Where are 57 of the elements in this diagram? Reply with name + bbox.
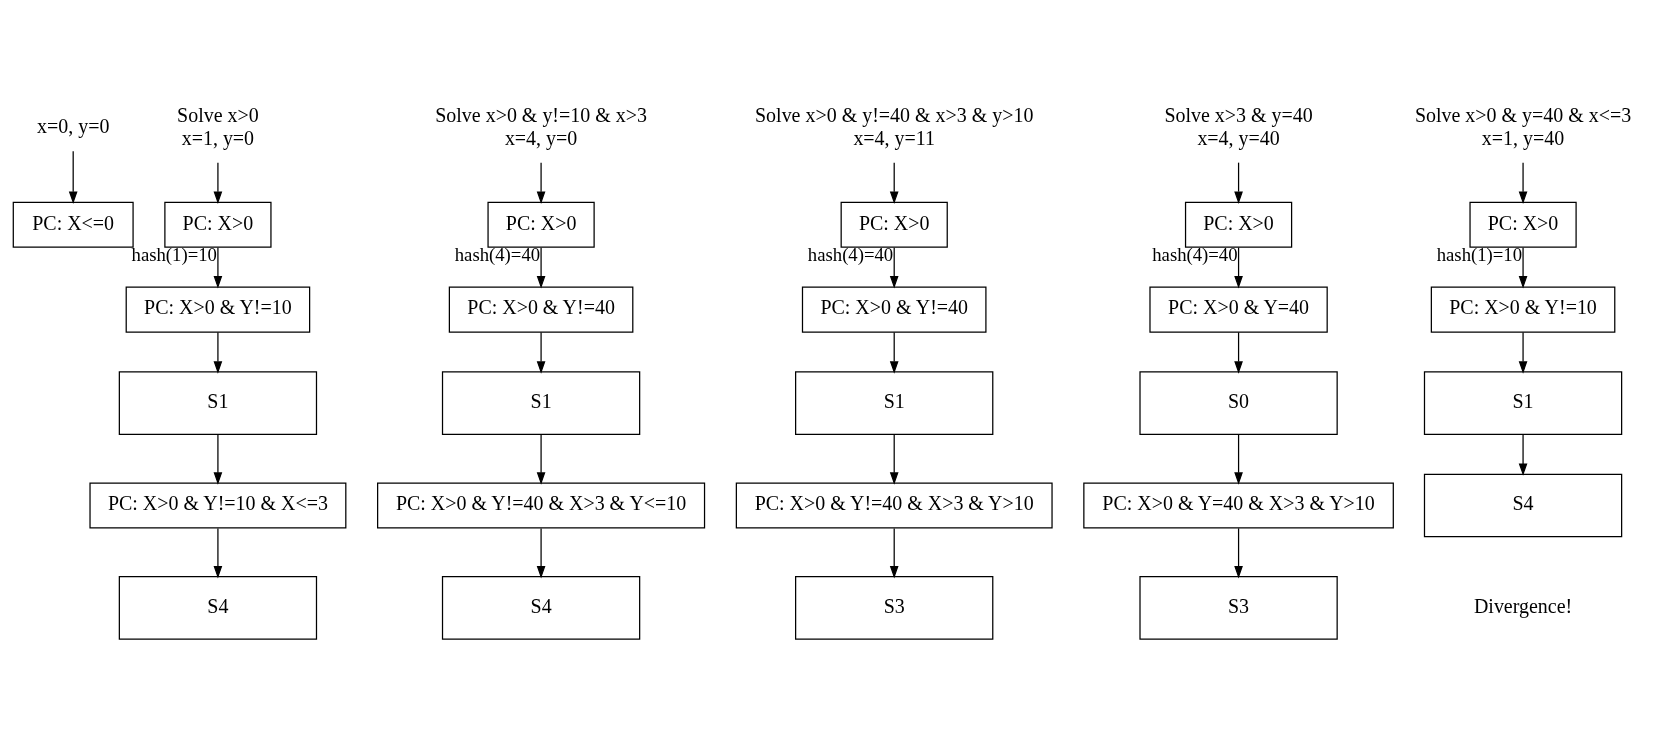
node-box: S1 [795, 371, 994, 435]
arrow [213, 433, 223, 485]
arrow [213, 247, 223, 289]
arrow [213, 527, 223, 579]
arrow [1518, 433, 1528, 476]
label: Divergence! [1473, 594, 1573, 617]
node-box: S4 [118, 576, 318, 640]
arrow [889, 331, 899, 374]
node-box: PC: X>0 & Y!=40 & X>3 & Y<=10 [377, 482, 706, 529]
arrow [536, 162, 546, 204]
arrow [1234, 162, 1243, 204]
node-text: Solve x>0 x=1, y=0 [177, 104, 259, 149]
arrow [889, 247, 899, 289]
arrow [213, 162, 223, 204]
arrow [213, 331, 223, 374]
node-box: S3 [1139, 576, 1338, 640]
node-box: PC: X>0 & Y!=40 [448, 286, 634, 333]
node-box: S3 [795, 576, 994, 640]
arrow [889, 527, 899, 579]
arrow [1518, 162, 1528, 204]
node-box: PC: X>0 [487, 201, 595, 248]
node-text: Solve x>3 & y=40 x=4, y=40 [1164, 104, 1313, 149]
node-box: S4 [441, 576, 641, 640]
arrow [68, 150, 78, 204]
arrow [1234, 433, 1243, 485]
node-box: PC: X>0 & Y!=10 & X<=3 [89, 482, 347, 529]
arrow [1234, 527, 1243, 579]
arrow [536, 331, 546, 374]
arrow [1518, 247, 1528, 289]
node-box: PC: X>0 [1469, 201, 1577, 248]
arrow [1234, 247, 1243, 289]
node-text: Solve x>0 & y!=40 & x>3 & y>10 x=4, y=11 [755, 104, 1034, 149]
node-box: S1 [1423, 371, 1623, 435]
node-box: S1 [441, 371, 641, 435]
arrow [889, 433, 899, 485]
arrow [889, 162, 899, 204]
node-box: S4 [1423, 473, 1623, 538]
node-box: PC: X>0 & Y=40 & X>3 & Y>10 [1083, 482, 1394, 529]
node-box: PC: X>0 [164, 201, 272, 248]
arrow [536, 527, 546, 579]
node-text: Solve x>0 & y!=10 & x>3 x=4, y=0 [435, 104, 647, 149]
node-box: PC: X>0 & Y!=10 [1430, 286, 1616, 333]
node-box: S0 [1139, 371, 1338, 435]
arrow [1518, 331, 1528, 374]
node-box: PC: X>0 & Y=40 [1149, 286, 1328, 333]
node-box: PC: X>0 & Y!=40 [801, 286, 987, 333]
arrow [1234, 331, 1243, 374]
node-text: x=0, y=0 [36, 115, 110, 138]
node-box: PC: X<=0 [12, 201, 134, 248]
node-box: PC: X>0 & Y!=10 [125, 286, 311, 333]
node-box: PC: X>0 [840, 201, 948, 248]
arrow [536, 433, 546, 485]
node-box: S1 [118, 371, 318, 435]
node-text: Solve x>0 & y=40 & x<=3 x=1, y=40 [1414, 104, 1632, 149]
arrow [536, 247, 546, 289]
node-box: PC: X>0 & Y!=40 & X>3 & Y>10 [735, 482, 1053, 529]
node-box: PC: X>0 [1184, 201, 1293, 248]
